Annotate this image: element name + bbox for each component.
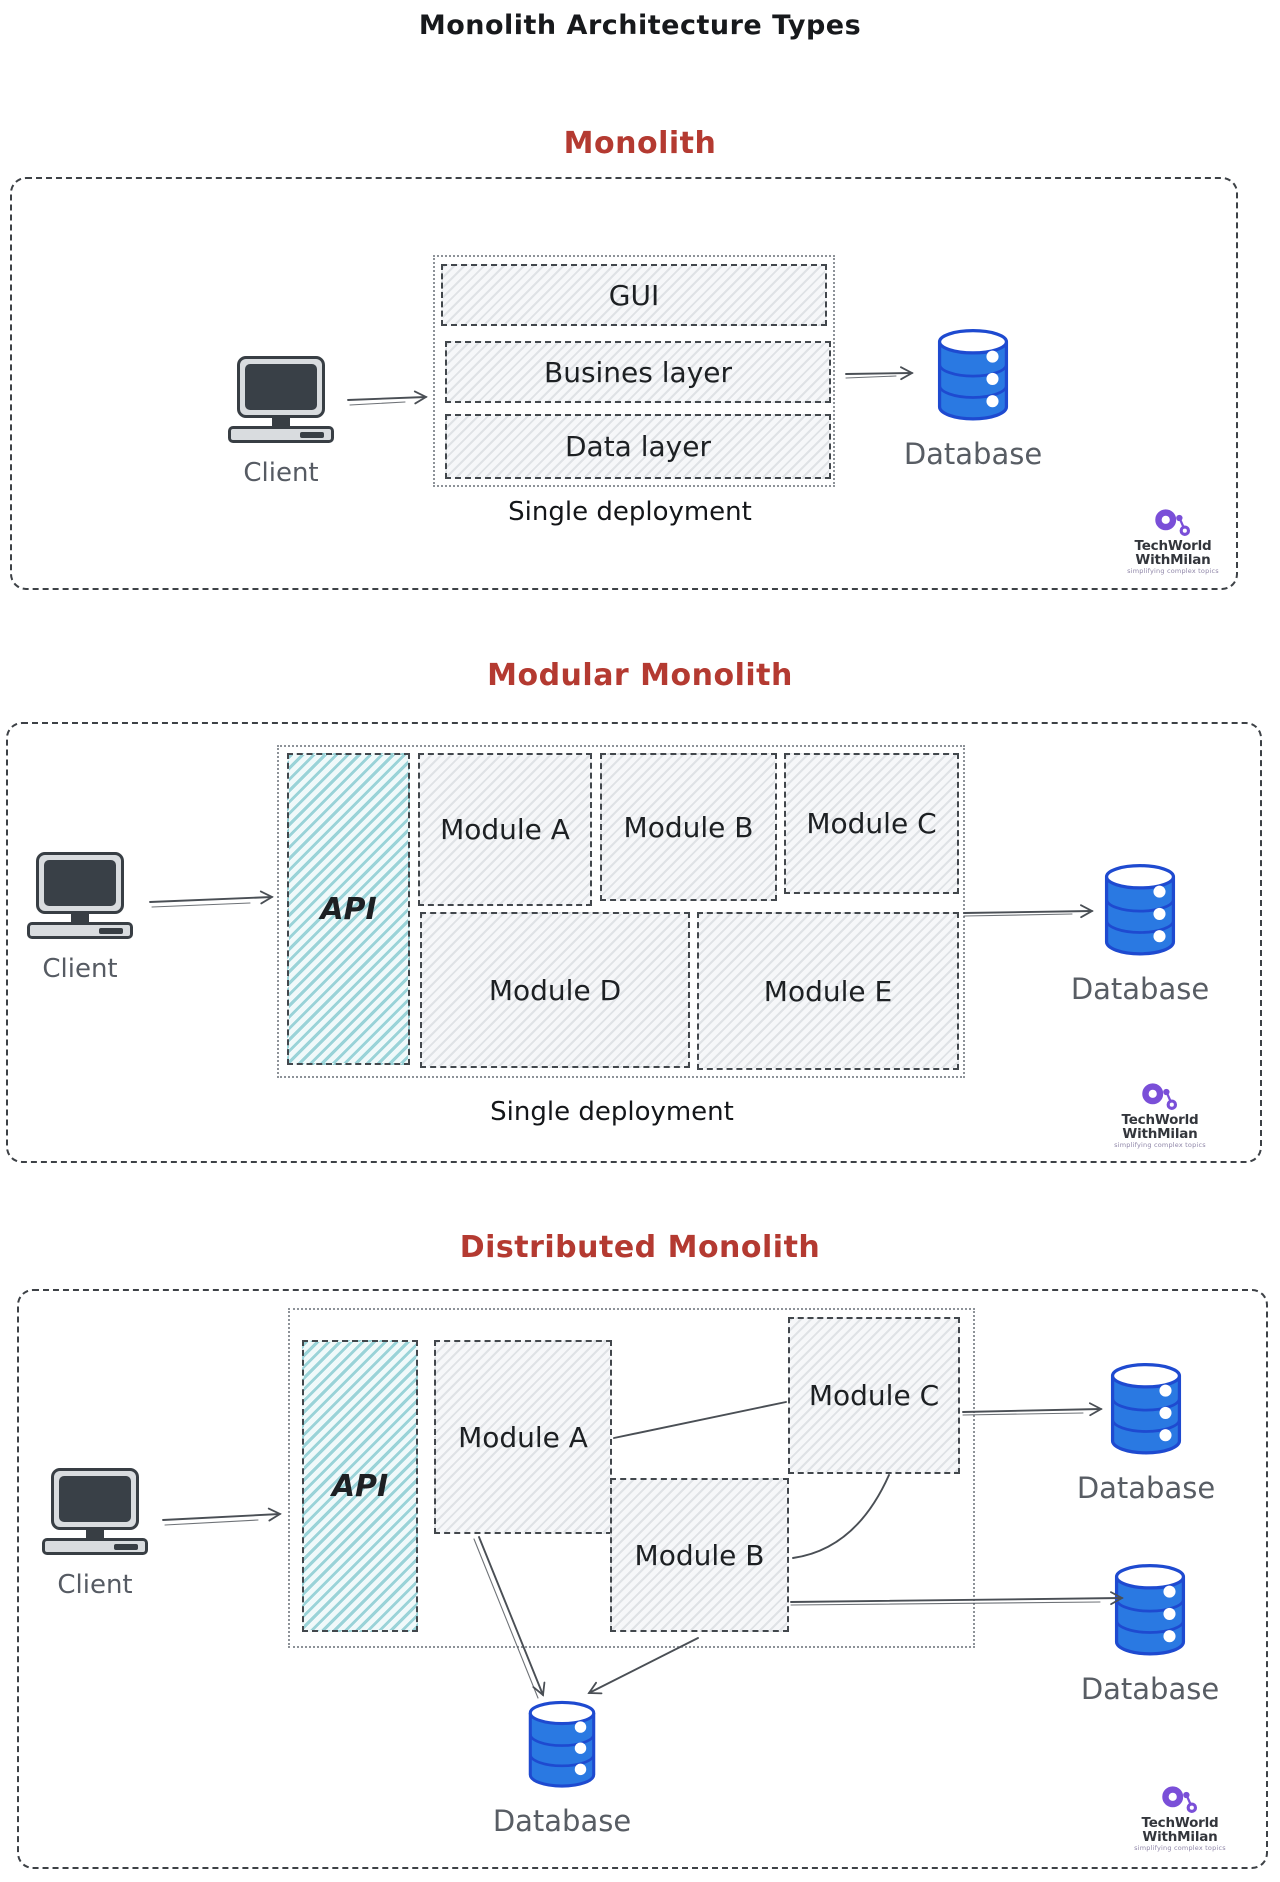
client-base-slot bbox=[114, 1543, 138, 1550]
client-base bbox=[228, 426, 334, 443]
database-label: Database bbox=[903, 437, 1043, 472]
brand-tagline: simplifying complex topics bbox=[1114, 1141, 1206, 1150]
client-screen bbox=[59, 1476, 131, 1522]
database-icon bbox=[528, 1700, 596, 1788]
client-base bbox=[27, 922, 133, 939]
client-label: Client bbox=[243, 458, 319, 488]
database-modular: Database bbox=[1070, 861, 1210, 1006]
client-monitor-icon bbox=[36, 852, 124, 914]
section-heading-distributed: Distributed Monolith bbox=[459, 1230, 821, 1265]
module-c-label: Module C bbox=[806, 807, 937, 840]
client-label: Client bbox=[42, 954, 118, 984]
brand-name-line2: WithMilan bbox=[1122, 1126, 1198, 1143]
brand-logo: TechWorld WithMilan simplifying complex … bbox=[1125, 1785, 1235, 1852]
module-d-label: Module D bbox=[488, 973, 622, 1007]
client-distributed: Client bbox=[40, 1468, 150, 1600]
single-deployment-group-monolith: GUI Busines layer Data layer bbox=[433, 255, 835, 487]
brand-name-line2: WithMilan bbox=[1135, 552, 1211, 569]
single-deployment-label-monolith: Single deployment bbox=[508, 497, 752, 527]
database-icon bbox=[1104, 864, 1176, 956]
gui-layer-box: GUI bbox=[441, 264, 827, 326]
client-label: Client bbox=[57, 1570, 133, 1600]
gui-layer-label: GUI bbox=[608, 278, 660, 312]
client-base-slot bbox=[300, 431, 324, 438]
module-b-label: Module B bbox=[634, 1538, 765, 1572]
modular-monolith-container bbox=[6, 722, 1262, 1163]
monolith-container bbox=[10, 177, 1238, 590]
module-b-label: Module B bbox=[623, 810, 754, 844]
section-heading-monolith: Monolith bbox=[563, 126, 717, 161]
module-a-box: Module A bbox=[418, 753, 592, 906]
database-icon bbox=[937, 329, 1009, 421]
brand-tagline: simplifying complex topics bbox=[1127, 567, 1219, 576]
client-neck bbox=[71, 914, 89, 922]
client-monitor-icon bbox=[237, 356, 325, 418]
module-c-box: Module C bbox=[784, 753, 959, 894]
brand-name-line1: TechWorld bbox=[1121, 1111, 1199, 1128]
client-neck bbox=[86, 1530, 104, 1538]
database-distributed-3: Database bbox=[492, 1698, 632, 1838]
database-label: Database bbox=[1070, 972, 1210, 1007]
client-neck bbox=[272, 418, 290, 426]
client-monitor-icon bbox=[51, 1468, 139, 1530]
client-modular: Client bbox=[25, 852, 135, 984]
module-c-label: Module C bbox=[808, 1379, 940, 1412]
section-heading-modular: Modular Monolith bbox=[487, 658, 793, 693]
brand-logo-icon bbox=[1155, 509, 1191, 536]
brand-logo: TechWorld WithMilan simplifying complex … bbox=[1105, 1082, 1215, 1149]
database-label: Database bbox=[1080, 1672, 1220, 1707]
client-base-slot bbox=[99, 927, 123, 934]
data-layer-label: Data layer bbox=[564, 430, 711, 463]
database-label: Database bbox=[1076, 1471, 1216, 1506]
page-title: Monolith Architecture Types bbox=[418, 10, 862, 41]
single-deployment-label-modular: Single deployment bbox=[490, 1097, 734, 1127]
database-icon bbox=[1114, 1564, 1186, 1656]
api-label: API bbox=[331, 1468, 389, 1504]
brand-tagline: simplifying complex topics bbox=[1134, 1844, 1226, 1853]
database-distributed-2: Database bbox=[1080, 1561, 1220, 1706]
module-a-label: Module A bbox=[458, 1420, 588, 1454]
module-e-label: Module E bbox=[763, 974, 893, 1008]
client-screen bbox=[44, 860, 116, 906]
client-base bbox=[42, 1538, 148, 1555]
api-label: API bbox=[320, 891, 377, 927]
brand-logo: TechWorld WithMilan simplifying complex … bbox=[1118, 508, 1228, 575]
brand-logo-icon bbox=[1142, 1083, 1178, 1110]
data-layer-box: Data layer bbox=[445, 414, 831, 479]
brand-name-line1: TechWorld bbox=[1141, 1814, 1219, 1831]
client-monolith: Client bbox=[226, 356, 336, 488]
module-c-box: Module C bbox=[788, 1317, 960, 1474]
brand-name-line1: TechWorld bbox=[1134, 537, 1212, 554]
module-e-box: Module E bbox=[697, 912, 959, 1070]
brand-logo-icon bbox=[1162, 1786, 1198, 1813]
api-box: API bbox=[287, 753, 410, 1065]
database-monolith: Database bbox=[903, 326, 1043, 471]
module-b-box: Module B bbox=[600, 753, 777, 901]
brand-name-line2: WithMilan bbox=[1142, 1829, 1218, 1846]
single-deployment-group-modular: API Module A Module B Module C Module D … bbox=[277, 745, 965, 1078]
module-d-box: Module D bbox=[420, 912, 690, 1068]
database-distributed-1: Database bbox=[1076, 1360, 1216, 1505]
api-modules-group-distributed: API Module A Module B Module C bbox=[288, 1308, 975, 1648]
module-b-box: Module B bbox=[610, 1478, 789, 1632]
business-layer-box: Busines layer bbox=[445, 341, 831, 403]
distributed-monolith-container bbox=[17, 1289, 1268, 1869]
business-layer-label: Busines layer bbox=[543, 355, 733, 389]
database-icon bbox=[1110, 1363, 1182, 1455]
database-label: Database bbox=[492, 1804, 632, 1839]
client-screen bbox=[245, 364, 317, 410]
module-a-box: Module A bbox=[434, 1340, 612, 1534]
module-a-label: Module A bbox=[440, 813, 570, 846]
api-box: API bbox=[302, 1340, 418, 1632]
